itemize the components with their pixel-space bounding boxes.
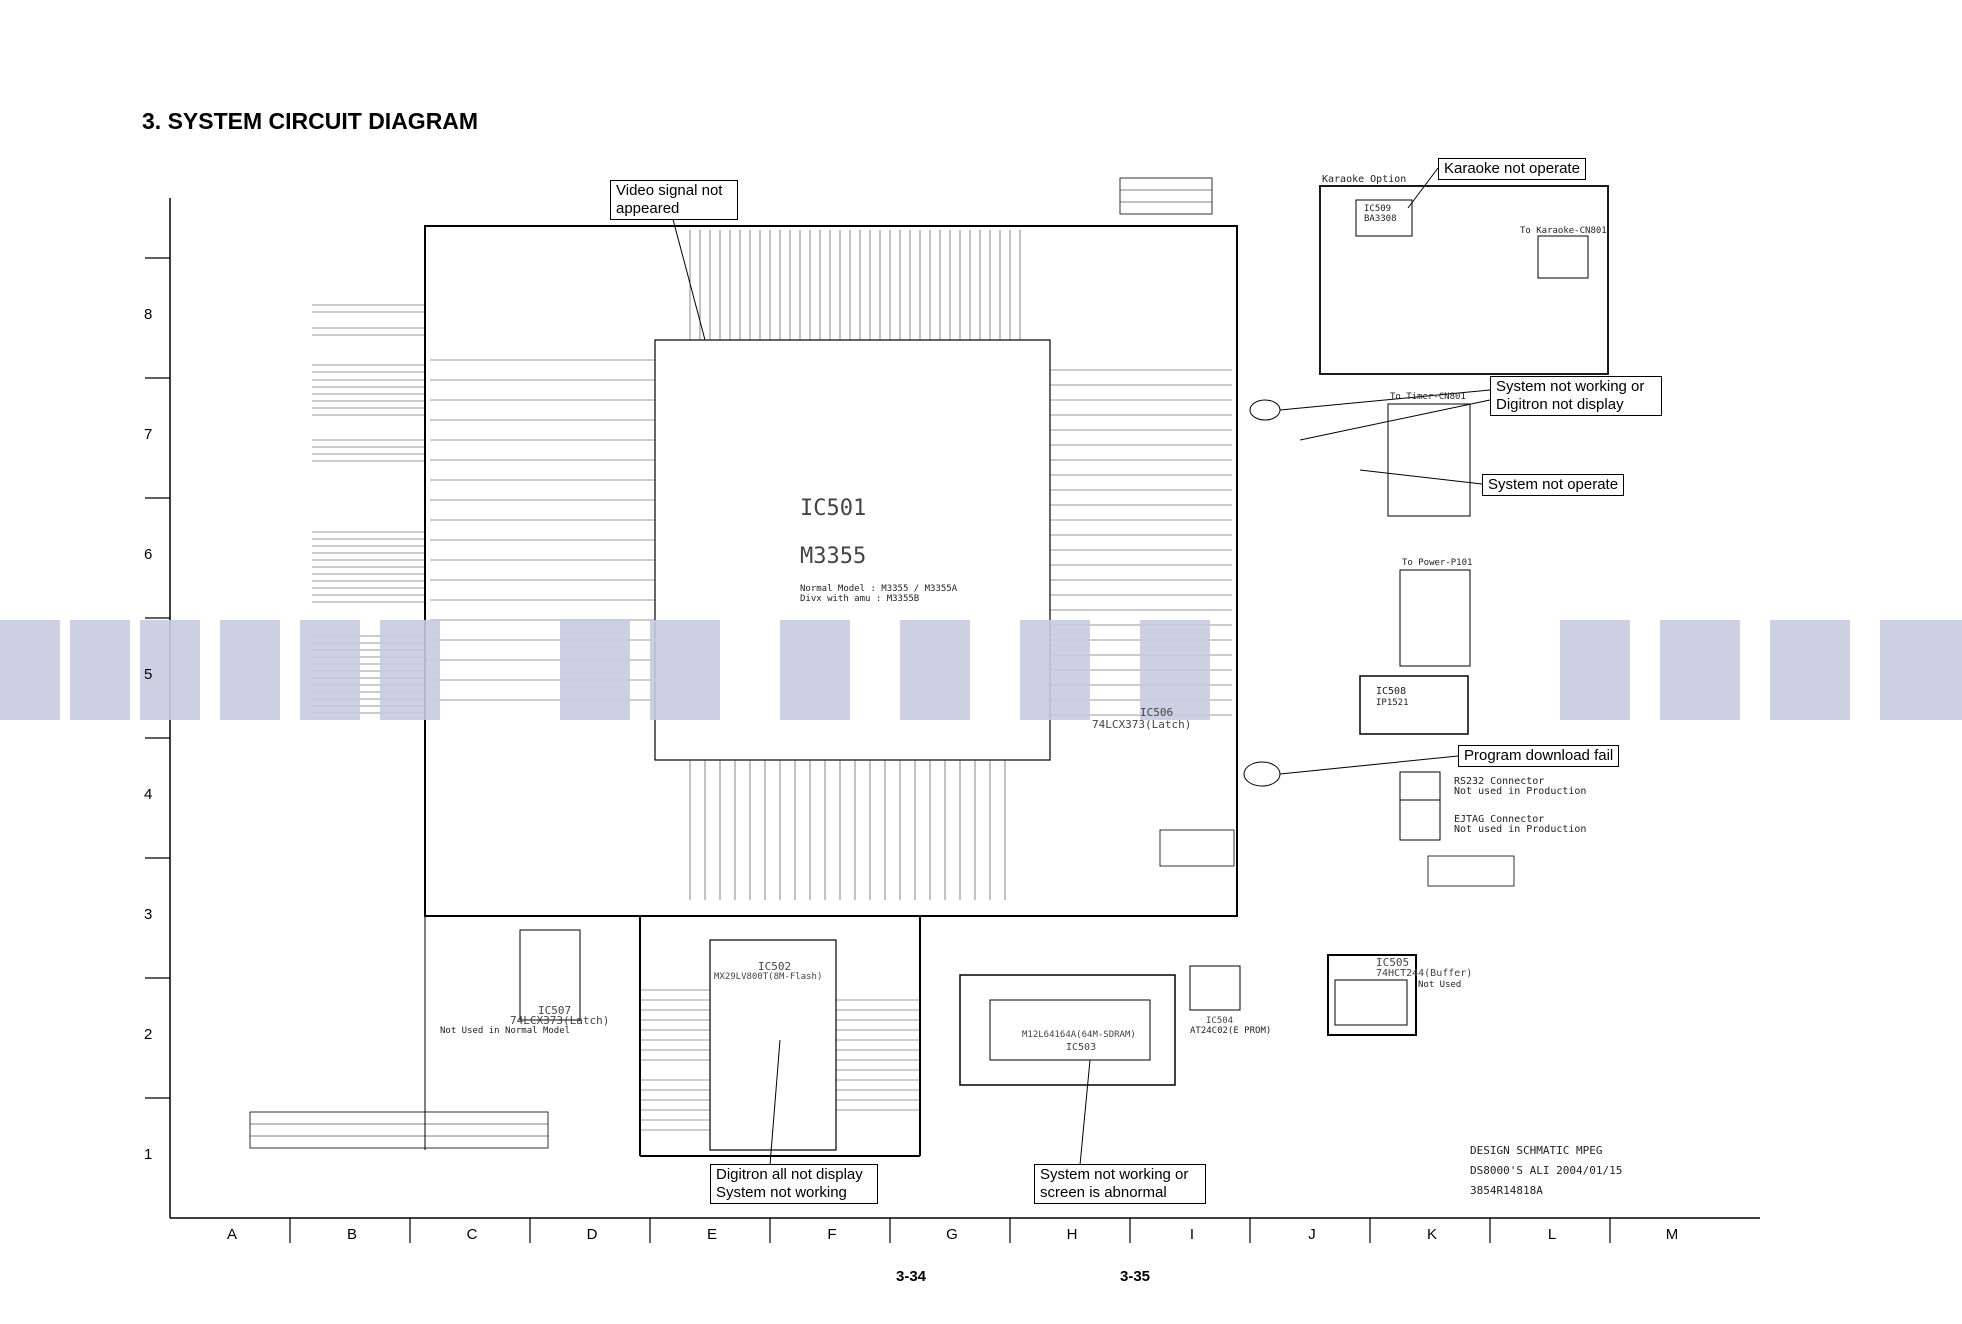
ic505-ref: IC505: [1376, 956, 1410, 969]
col-label-j: J: [1308, 1226, 1316, 1243]
ic504-part: AT24C02(E PROM): [1190, 1026, 1272, 1036]
watermark-band: [0, 620, 1962, 720]
callout-screen-abnormal: System not working or screen is abnormal: [1034, 1164, 1206, 1204]
ic503-ref: IC503: [1066, 1042, 1097, 1053]
col-label-a: A: [226, 1226, 237, 1243]
col-label-c: C: [466, 1226, 478, 1243]
ic502-part: MX29LV800T(8M-Flash): [714, 972, 823, 982]
ic504-ref: IC504: [1206, 1016, 1234, 1026]
karaoke-option-label: Karaoke Option: [1322, 174, 1407, 185]
ejtag-note: Not used in Production: [1454, 824, 1587, 835]
ic506-ref: IC506: [1140, 706, 1174, 719]
col-label-g: G: [946, 1226, 958, 1243]
sheet-info-line-2: DS8000'S ALI 2004/01/15: [1470, 1164, 1623, 1177]
ic506-part: 74LCX373(Latch): [1092, 718, 1192, 731]
row-label-1: 1: [144, 1146, 153, 1163]
sheet-info-line-1: DESIGN SCHMATIC MPEG: [1470, 1144, 1603, 1157]
ic507-ref: IC507: [538, 1004, 572, 1017]
col-label-k: K: [1426, 1226, 1437, 1243]
page-title: 3. SYSTEM CIRCUIT DIAGRAM: [142, 108, 479, 134]
watermark-shapes: [0, 620, 1962, 720]
row-label-5: 5: [144, 666, 153, 683]
ic505-note: Not Used: [1418, 980, 1462, 990]
page-number-left: 3-34: [896, 1268, 927, 1285]
rs232-connector-label: RS232 Connector: [1454, 776, 1545, 787]
row-label-3: 3: [144, 906, 153, 923]
sheet-info-line-3: 3854R14818A: [1470, 1184, 1543, 1197]
col-label-f: F: [827, 1226, 837, 1243]
callout-karaoke: Karaoke not operate: [1438, 158, 1586, 180]
ic509-ref: IC509: [1364, 204, 1392, 214]
ic501-note-2: Divx with amu : M3355B: [800, 594, 920, 604]
col-label-i: I: [1189, 1226, 1195, 1243]
callout-video-signal: Video signal not appeared: [610, 180, 738, 220]
col-label-h: H: [1066, 1226, 1078, 1243]
col-label-m: M: [1665, 1226, 1679, 1243]
ic501-note-1: Normal Model : M3355 / M3355A: [800, 584, 958, 594]
page-number-right: 3-35: [1120, 1268, 1151, 1285]
row-label-7: 7: [144, 426, 153, 443]
ic507-note: Not Used in Normal Model: [440, 1026, 571, 1036]
col-label-d: D: [586, 1226, 598, 1243]
col-label-e: E: [706, 1226, 717, 1243]
ic509-part: BA3308: [1364, 214, 1397, 224]
row-label-6: 6: [144, 546, 153, 563]
callout-system-working-digitron: System not working or Digitron not displ…: [1490, 376, 1662, 416]
ic501-part: M3355: [800, 544, 867, 569]
ic508-ref: IC508: [1376, 686, 1407, 697]
ic501-ref: IC501: [800, 496, 867, 521]
row-label-2: 2: [144, 1026, 153, 1043]
callout-digitron-display: Digitron all not display System not work…: [710, 1164, 878, 1204]
col-label-l: L: [1547, 1226, 1557, 1243]
to-karaoke-label: To Karaoke-CN801: [1520, 226, 1607, 236]
ic507-part: 74LCX373(Latch): [510, 1014, 610, 1027]
ic502-ref: IC502: [758, 960, 792, 973]
callout-system-operate: System not operate: [1482, 474, 1625, 496]
to-timer-label: To Timer-CN801: [1390, 392, 1466, 402]
row-label-8: 8: [144, 306, 153, 323]
ic505-part: 74HCT244(Buffer): [1376, 968, 1473, 979]
callout-program-download: Program download fail: [1458, 745, 1620, 767]
row-label-4: 4: [144, 786, 153, 803]
to-power-label: To Power-P101: [1402, 558, 1473, 568]
ejtag-connector-label: EJTAG Connector: [1454, 814, 1545, 825]
rs232-note: Not used in Production: [1454, 786, 1587, 797]
ic503-part: M12L64164A(64M-SDRAM): [1022, 1030, 1136, 1040]
ic508-part: IP1521: [1376, 698, 1409, 708]
col-label-b: B: [346, 1226, 357, 1243]
